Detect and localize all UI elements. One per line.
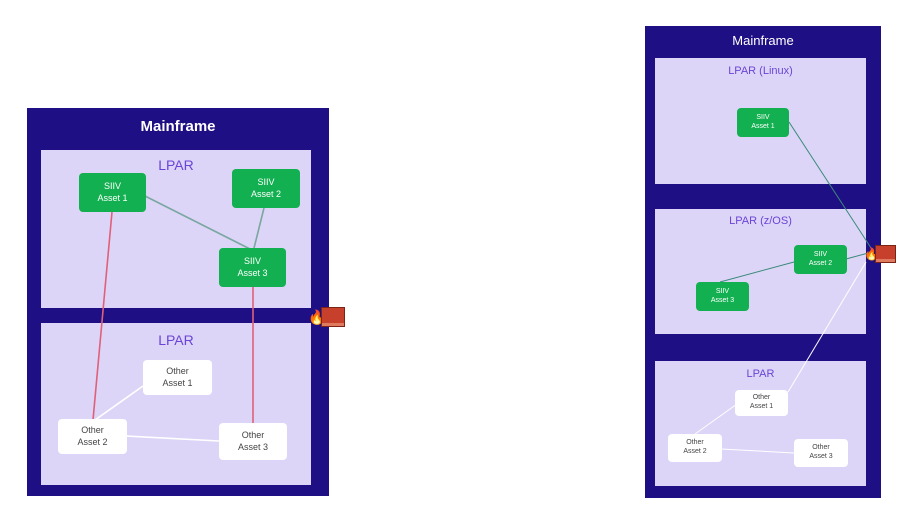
brick-wall-icon — [874, 245, 896, 263]
node-line2: Asset 3 — [710, 296, 735, 304]
left-other-asset-3: Other Asset 3 — [219, 423, 287, 460]
node-line2: Asset 2 — [77, 436, 108, 447]
node-line1: SIIV — [243, 256, 261, 267]
right-other-asset-2: Other Asset 2 — [668, 434, 722, 462]
node-line2: Asset 1 — [751, 122, 775, 130]
right-siiv-asset-1: SIIV Asset 1 — [737, 108, 789, 137]
node-line1: SIIV — [813, 250, 828, 258]
node-line1: Other — [752, 394, 771, 402]
firewall-icon: 🔥 — [864, 244, 898, 264]
node-line2: Asset 3 — [809, 453, 833, 460]
node-line1: SIIV — [103, 181, 121, 192]
right-siiv-asset-3: SIIV Asset 3 — [696, 282, 749, 311]
node-line2: Asset 3 — [237, 441, 268, 452]
node-line2: Asset 2 — [250, 188, 281, 199]
brick-wall-icon — [321, 307, 346, 327]
right-lpar-zos-title: LPAR (z/OS) — [729, 215, 792, 227]
node-line1: SIIV — [715, 287, 730, 295]
node-line1: Other — [81, 425, 104, 436]
left-lpar-bottom-title: LPAR — [158, 332, 194, 348]
node-line2: Asset 1 — [749, 403, 774, 410]
node-line2: Asset 2 — [808, 259, 833, 267]
left-mainframe-title: Mainframe — [140, 118, 216, 135]
right-lpar-bottom-title: LPAR — [746, 368, 775, 380]
right-other-asset-1: Other Asset 1 — [735, 390, 788, 416]
left-siiv-asset-3: SIIV Asset 3 — [219, 248, 286, 287]
node-line1: Other — [812, 444, 830, 452]
fire-icon: 🔥 — [308, 309, 326, 325]
node-line2: Asset 3 — [237, 267, 268, 278]
right-siiv-asset-2: SIIV Asset 2 — [794, 245, 847, 274]
left-siiv-asset-2: SIIV Asset 2 — [232, 169, 300, 208]
left-other-asset-2: Other Asset 2 — [58, 419, 127, 454]
node-line1: SIIV — [756, 113, 770, 121]
right-lpar-linux-title: LPAR (Linux) — [728, 65, 793, 77]
node-line2: Asset 1 — [162, 377, 193, 388]
left-lpar-top-title: LPAR — [158, 157, 194, 173]
node-line2: Asset 2 — [683, 448, 707, 455]
node-line1: Other — [241, 430, 265, 441]
right-other-asset-3: Other Asset 3 — [794, 439, 848, 467]
node-line1: Other — [166, 366, 189, 377]
node-line1: SIIV — [257, 177, 275, 188]
left-siiv-asset-1: SIIV Asset 1 — [79, 173, 146, 212]
node-line2: Asset 1 — [97, 192, 128, 203]
firewall-icon: 🔥 — [308, 306, 346, 328]
left-other-asset-1: Other Asset 1 — [143, 360, 212, 395]
right-mainframe-title: Mainframe — [732, 33, 794, 48]
node-line1: Other — [686, 439, 704, 447]
